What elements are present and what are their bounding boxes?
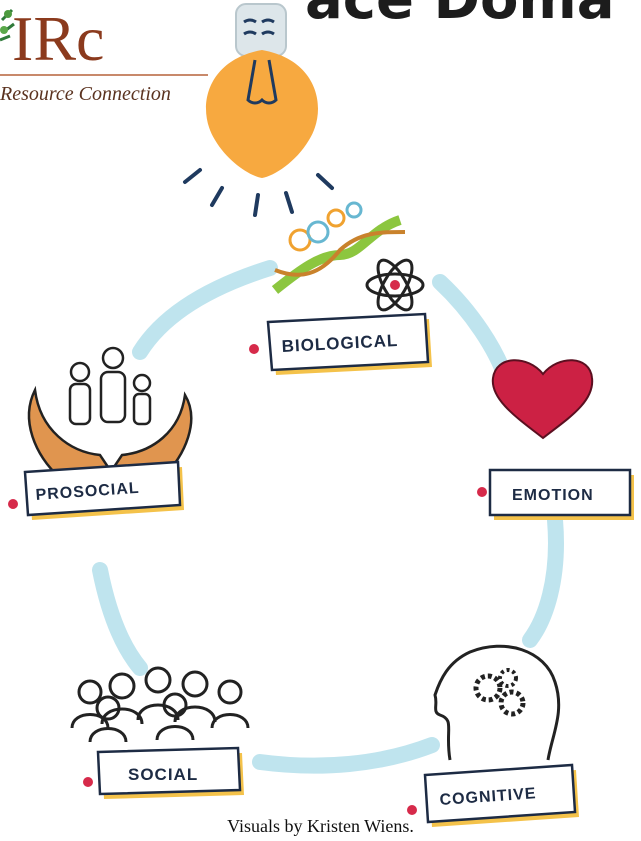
bullet-dot — [8, 499, 18, 509]
banner-social: SOCIAL — [96, 746, 244, 799]
node-social: SOCIAL — [70, 666, 250, 799]
logo: IRc Resource Connection — [0, 3, 208, 105]
heart-icon — [491, 359, 594, 440]
dna-molecule-icon — [271, 201, 406, 294]
logo-tagline: Resource Connection — [0, 83, 171, 105]
family-in-hands-icon — [27, 346, 193, 480]
image-caption: Visuals by Kristen Wiens. — [227, 816, 414, 836]
node-prosocial: PROSOCIAL — [8, 346, 193, 520]
banner-cognitive: COGNITIVE — [423, 763, 579, 827]
label-emotion: EMOTION — [512, 487, 594, 504]
logo-letters: IRc — [12, 3, 104, 74]
crowd-icon — [70, 666, 250, 743]
node-biological: BIOLOGICAL — [249, 201, 432, 375]
light-rays — [183, 168, 334, 217]
atom-icon — [365, 258, 425, 312]
cycle-ring — [92, 260, 564, 774]
light-bulb-icon — [183, 3, 334, 217]
bullet-dot — [477, 487, 487, 497]
bullet-dot — [407, 805, 417, 815]
bullet-dot — [83, 777, 93, 787]
banner-biological: BIOLOGICAL — [266, 312, 432, 375]
bullet-dot — [249, 344, 259, 354]
node-cognitive: COGNITIVE — [407, 644, 579, 827]
label-social: SOCIAL — [128, 765, 198, 784]
banner-emotion: EMOTION — [488, 468, 634, 520]
label-cognitive: COGNITIVE — [439, 785, 537, 809]
node-emotion: EMOTION — [477, 359, 634, 520]
banner-prosocial: PROSOCIAL — [23, 460, 184, 520]
title-fragment: ace Doma — [305, 0, 615, 32]
tree-icon — [0, 8, 15, 42]
head-with-gears-icon — [433, 644, 561, 761]
